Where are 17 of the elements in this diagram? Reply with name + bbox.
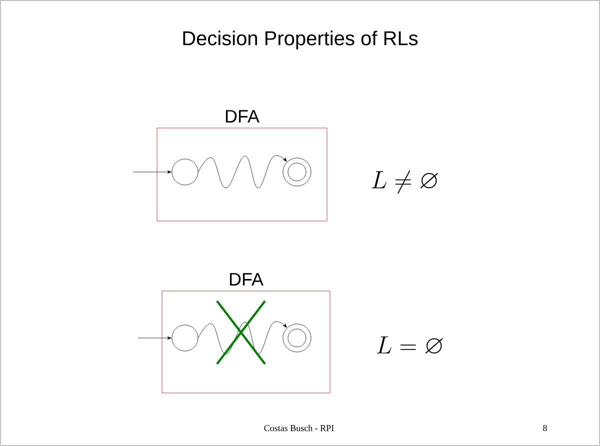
path-arrow [198, 321, 287, 354]
footer: Costas Busch - RPI [264, 424, 334, 432]
state-circle [172, 158, 198, 186]
slide-title: Decision Properties of RLs [183, 30, 418, 50]
dfa-box: DFA [156, 110, 328, 222]
dfa-box: DFA [162, 273, 330, 394]
node-label: DFA [226, 110, 260, 122]
formula: $L \neq \varnothing$ [372, 170, 438, 194]
start-arrow [138, 336, 172, 340]
final-state [282, 158, 312, 186]
final-state [282, 324, 312, 352]
page-number: 8 [543, 424, 547, 432]
node-label: DFA [230, 273, 264, 286]
path-arrow [198, 155, 287, 188]
formula: $L = \varnothing$ [376, 336, 443, 354]
state-circle [172, 324, 198, 352]
start-arrow [132, 170, 172, 174]
